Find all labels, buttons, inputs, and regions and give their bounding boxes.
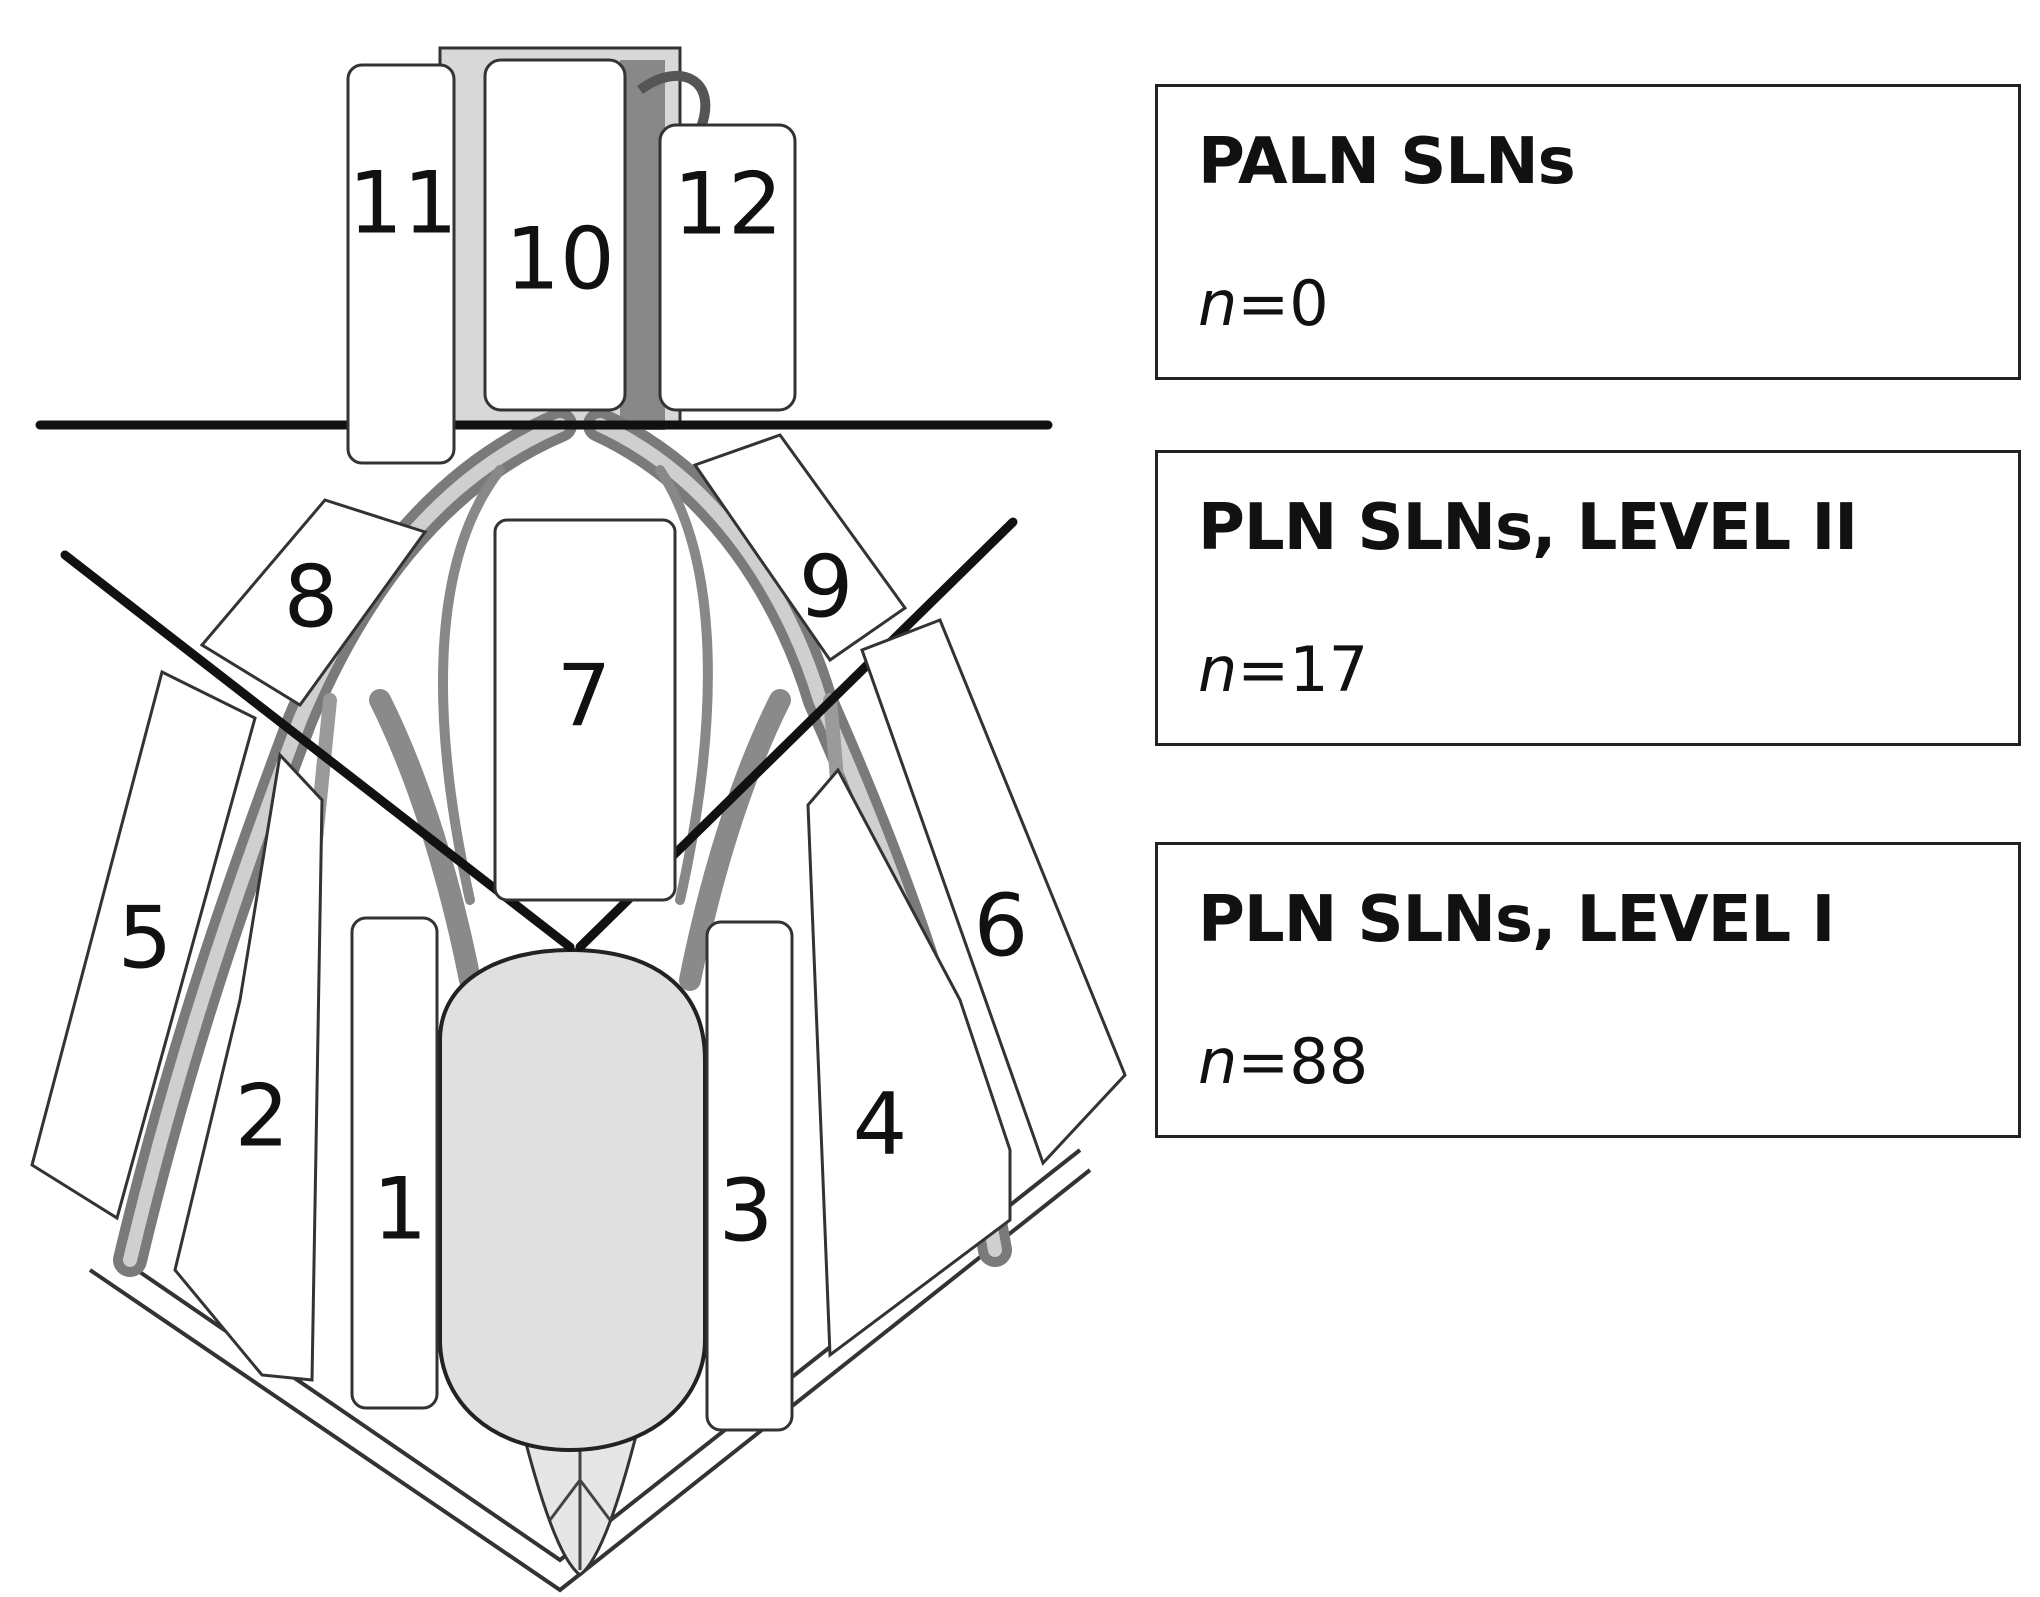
vaginal-vault bbox=[518, 1418, 642, 1577]
pln-level-1-box: PLN SLNs, LEVEL I n=88 bbox=[1155, 842, 2021, 1138]
zone-10-box bbox=[483, 58, 627, 412]
pln-level-2-title: PLN SLNs, LEVEL II bbox=[1198, 491, 1858, 565]
zone-label-7: 7 bbox=[557, 646, 612, 746]
zone-boxes bbox=[30, 58, 1127, 1432]
n-symbol: n bbox=[1198, 267, 1238, 340]
count-value: =0 bbox=[1237, 267, 1329, 340]
zone-4-box bbox=[806, 767, 1012, 1358]
zone-label-3: 3 bbox=[719, 1161, 774, 1261]
zone-numbers: 1 2 3 4 5 6 7 8 9 10 11 12 bbox=[118, 153, 1029, 1261]
pln-level-1-count: n=88 bbox=[1198, 1025, 1368, 1098]
zone-label-12: 12 bbox=[673, 154, 782, 254]
pln-level-2-count: n=17 bbox=[1198, 633, 1368, 706]
uterus-shape bbox=[438, 947, 707, 1453]
zone-11-box bbox=[346, 63, 456, 465]
zone-1-box bbox=[350, 916, 439, 1410]
zone-label-9: 9 bbox=[799, 537, 854, 637]
n-symbol: n bbox=[1198, 1025, 1238, 1098]
paln-sln-box: PALN SLNs n=0 bbox=[1155, 84, 2021, 380]
zone-9-box bbox=[692, 433, 908, 663]
zone-label-1: 1 bbox=[373, 1159, 428, 1259]
pln-level-1-title: PLN SLNs, LEVEL I bbox=[1198, 883, 1835, 957]
zone-label-10: 10 bbox=[505, 209, 614, 309]
zone-8-box bbox=[199, 498, 428, 708]
zone-2-box bbox=[173, 751, 324, 1382]
zone-label-6: 6 bbox=[974, 876, 1029, 976]
zone-7-box bbox=[493, 518, 677, 902]
n-symbol: n bbox=[1198, 633, 1238, 706]
zone-label-11: 11 bbox=[348, 153, 457, 253]
zone-5-box bbox=[30, 669, 257, 1221]
pln-level-2-box: PLN SLNs, LEVEL II n=17 bbox=[1155, 450, 2021, 746]
zone-label-5: 5 bbox=[118, 888, 173, 988]
paln-sln-title: PALN SLNs bbox=[1198, 125, 1576, 199]
zone-label-4: 4 bbox=[853, 1074, 908, 1174]
paln-sln-count: n=0 bbox=[1198, 267, 1329, 340]
pelvic-lymph-node-diagram: 1 2 3 4 5 6 7 8 9 10 11 12 bbox=[30, 46, 1127, 1593]
zone-3-box bbox=[705, 920, 794, 1432]
count-value: =88 bbox=[1237, 1025, 1369, 1098]
count-value: =17 bbox=[1237, 633, 1369, 706]
zone-6-box bbox=[860, 618, 1127, 1166]
zone-label-2: 2 bbox=[235, 1066, 290, 1166]
zone-12-box bbox=[658, 123, 797, 412]
zone-label-8: 8 bbox=[284, 547, 339, 647]
